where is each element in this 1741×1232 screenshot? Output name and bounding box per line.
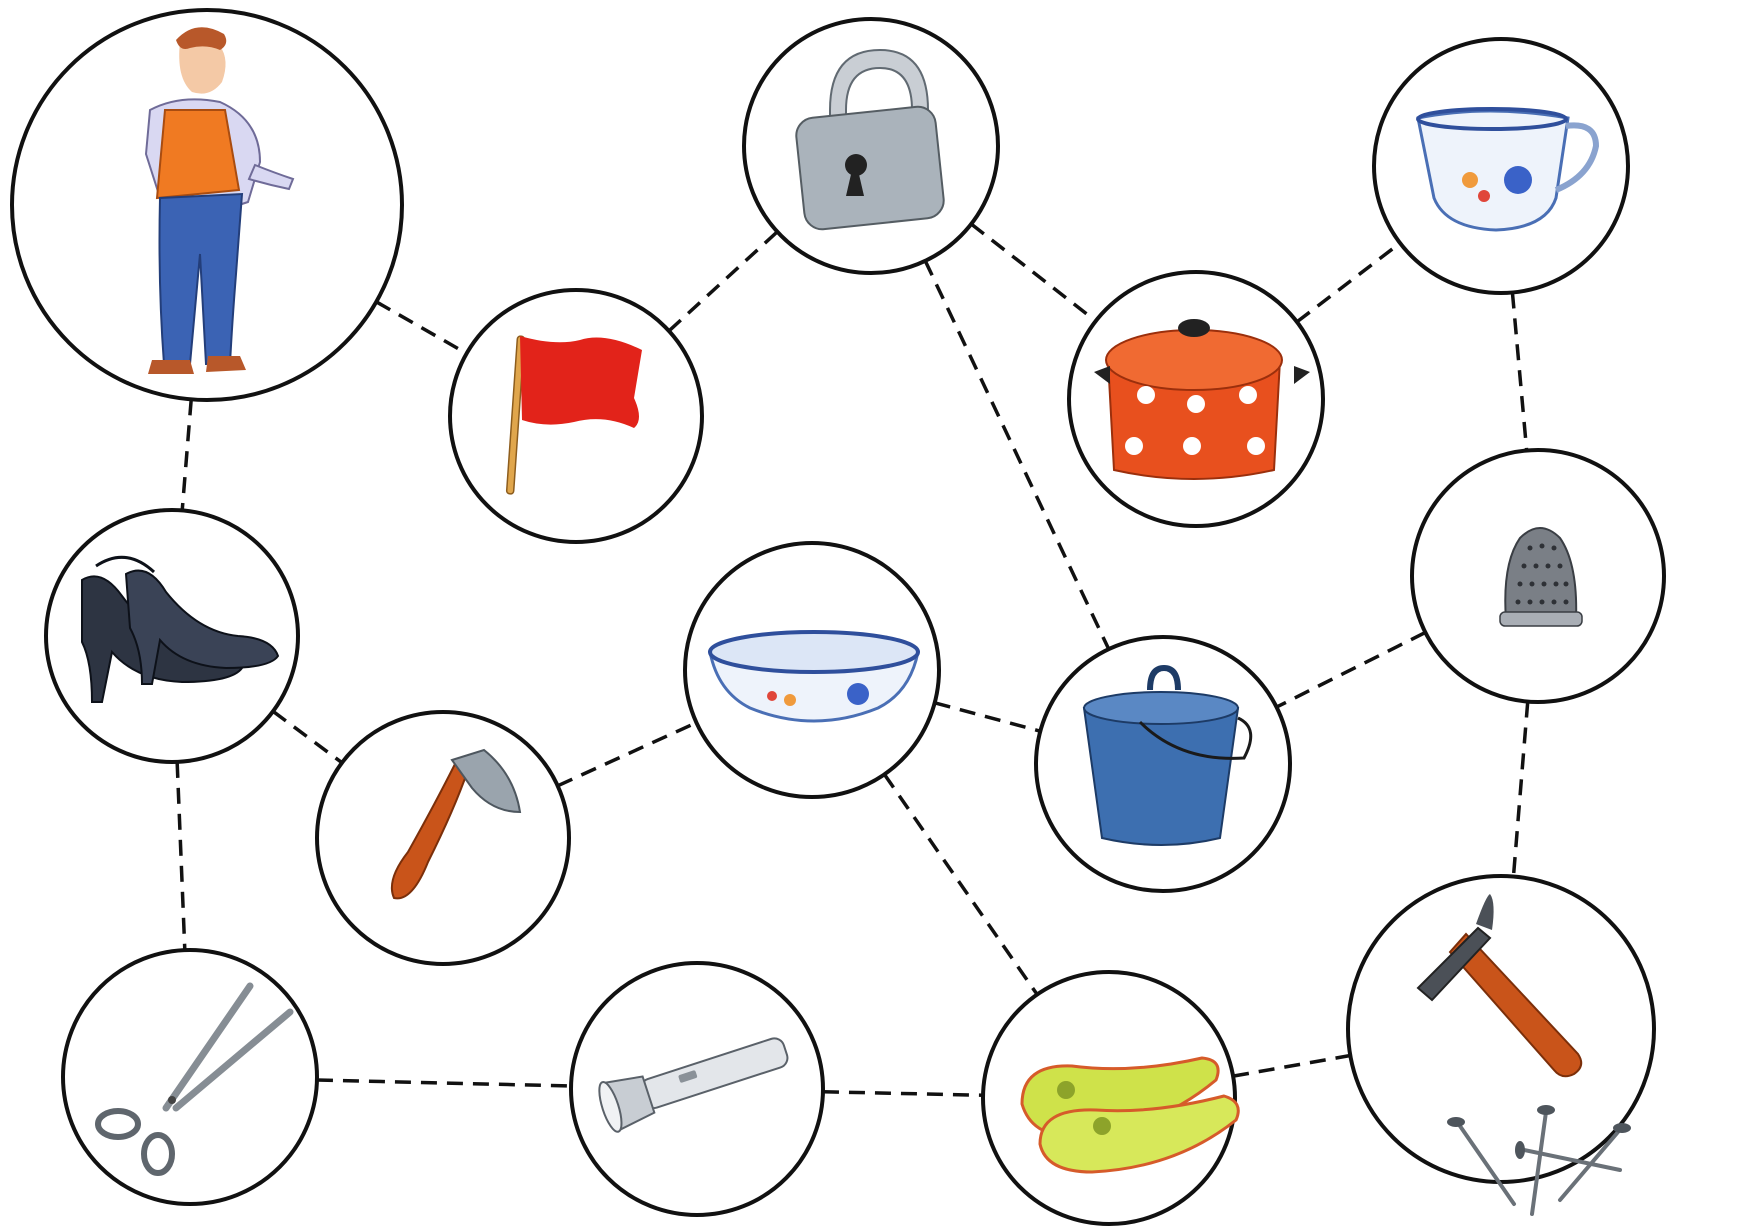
flashlight-icon: [598, 1037, 789, 1133]
edge-scissors-flashlight: [316, 1078, 572, 1088]
node-slippers: [981, 970, 1240, 1226]
node-flashlight: [569, 961, 825, 1217]
slippers-icon: [1020, 1056, 1240, 1174]
thimble-icon: [1499, 527, 1583, 627]
edge-flashlight-slippers: [822, 1090, 984, 1097]
edge-shoes-axe: [271, 709, 344, 765]
edge-flag-padlock: [667, 230, 779, 333]
dashed-connections: [175, 222, 1530, 1097]
node-pot: [1067, 270, 1325, 528]
edge-boy-flag: [375, 300, 468, 355]
node-shoes: [44, 508, 300, 764]
node-scissors: [61, 948, 319, 1206]
edge-slippers-hammer: [1232, 1053, 1351, 1078]
node-hammer: [1346, 874, 1656, 1216]
axe-icon: [390, 748, 522, 900]
cooking-pot-icon: [1094, 319, 1310, 480]
edge-bowl-slippers: [882, 773, 1039, 996]
node-flag: [448, 288, 704, 544]
edge-teacup-thimble: [1510, 292, 1529, 451]
edge-thimble-bucket: [1275, 630, 1427, 709]
bowl-icon: [708, 630, 920, 723]
padlock-icon: [795, 48, 945, 231]
edge-axe-bowl: [556, 721, 698, 788]
high-heel-shoes-icon: [81, 555, 280, 703]
edge-pot-teacup: [1295, 241, 1402, 324]
node-bucket: [1034, 635, 1292, 893]
scissors-icon: [95, 982, 294, 1176]
edge-shoes-scissors: [175, 761, 187, 951]
bucket-icon: [1082, 664, 1253, 846]
boy-icon: [144, 27, 295, 374]
edge-padlock-pot: [970, 222, 1097, 323]
node-bowl: [683, 541, 941, 799]
teacup-icon: [1416, 107, 1600, 232]
edge-thimble-hammer: [1511, 701, 1530, 877]
edge-bowl-bucket: [934, 701, 1041, 733]
red-flag-icon: [505, 335, 642, 495]
node-thimble: [1410, 448, 1666, 704]
edge-padlock-bucket: [923, 260, 1111, 650]
hammer-and-nails-icon: [1416, 894, 1631, 1216]
node-axe: [315, 710, 571, 966]
node-boy: [10, 8, 404, 402]
edge-boy-shoes: [180, 399, 193, 511]
node-padlock: [742, 17, 1000, 275]
node-teacup: [1372, 37, 1630, 295]
